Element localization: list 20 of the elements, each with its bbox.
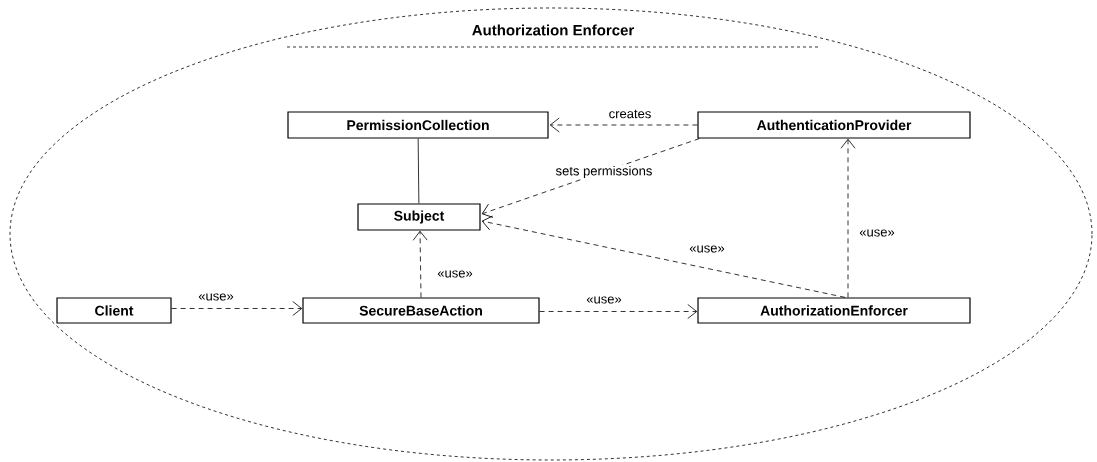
class-box: Subject: [357, 203, 481, 231]
edge-label: «use»: [585, 295, 623, 305]
dependency-arrow: [171, 301, 303, 316]
dependency-arrow: [481, 215, 846, 298]
class-box: PermissionCollection: [287, 111, 549, 139]
edge-label: sets permissions: [554, 164, 654, 180]
edge-label: creates: [607, 108, 653, 120]
association-line: [417, 138, 420, 204]
class-box: Client: [56, 297, 172, 324]
dependency-arrow: [840, 138, 856, 298]
class-box: AuthenticationProvider: [697, 111, 971, 139]
edge-label: «use»: [688, 244, 726, 254]
edge-label: «use»: [858, 228, 896, 238]
dependency-arrow: [549, 117, 698, 133]
edge-label: «use»: [197, 292, 235, 302]
dependency-arrow: [412, 230, 428, 298]
edge-label: «use»: [436, 269, 474, 279]
class-box: AuthorizationEnforcer: [697, 297, 971, 324]
class-box: SecureBaseAction: [302, 297, 540, 324]
dependency-arrow: [539, 304, 698, 319]
